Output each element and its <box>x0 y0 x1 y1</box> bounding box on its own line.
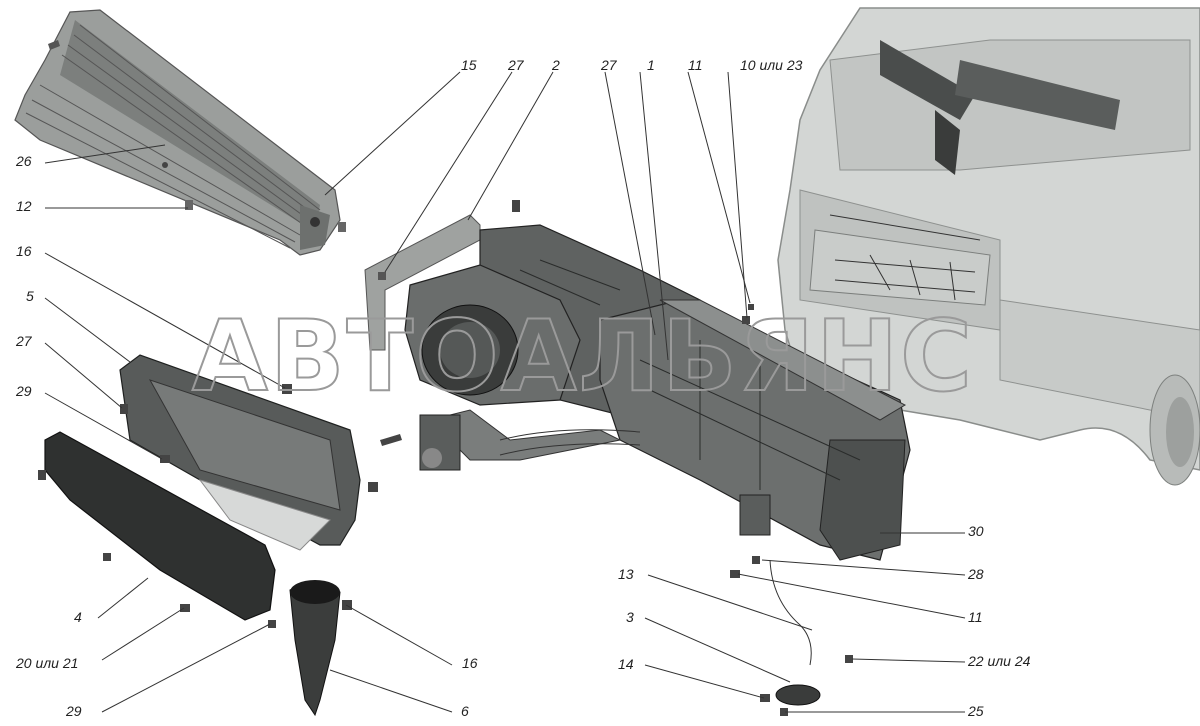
callout-6: 6 <box>461 703 469 719</box>
clip-icon-top-heater <box>512 200 520 212</box>
screw-icon-cover-mid <box>103 553 111 561</box>
callout-10-or-23: 10 или 23 <box>740 57 803 73</box>
part-22-24-screw-icon <box>845 655 853 663</box>
callout-20-or-21: 20 или 21 <box>15 655 78 671</box>
callout-26: 26 <box>15 153 32 169</box>
vehicle-front-illustration <box>777 7 1200 486</box>
screw-icon-top <box>48 40 60 50</box>
callout-12: 12 <box>16 198 32 214</box>
part-26-cowl-panel <box>14 9 341 256</box>
part-28-washer-icon <box>752 556 760 564</box>
nut-icon-housing-right <box>368 482 378 492</box>
callout-27: 27 <box>600 57 618 73</box>
part-6-funnel-opening <box>290 580 340 604</box>
callout-16: 16 <box>462 655 478 671</box>
callout-11: 11 <box>688 57 703 73</box>
callout-3: 3 <box>626 609 634 625</box>
part-13-drain-hose <box>769 559 812 666</box>
part-29-screw-icon <box>160 455 170 463</box>
callout-14: 14 <box>618 656 634 672</box>
callout-5: 5 <box>26 288 34 304</box>
screw-icon-cover-left <box>38 470 46 480</box>
part-20-21-screw-icon <box>180 604 190 612</box>
part-16-nut-icon <box>282 384 292 394</box>
callout-labels: 15 27 2 27 1 11 10 или 23 26 12 16 5 27 … <box>15 57 1031 719</box>
callout-1: 1 <box>647 57 655 73</box>
callout-11: 11 <box>968 609 983 625</box>
part-5-housing-face <box>148 379 341 511</box>
callout-15: 15 <box>461 57 477 73</box>
callout-27: 27 <box>15 333 33 349</box>
callout-25: 25 <box>967 703 984 719</box>
nut-icon-11 <box>748 304 754 310</box>
callout-16: 16 <box>16 243 32 259</box>
callout-2: 2 <box>551 57 560 73</box>
leader-lines <box>44 71 966 713</box>
heater-assembly <box>404 224 911 561</box>
part-27-screw-icon <box>120 404 128 414</box>
part-25-screw-icon <box>780 708 788 716</box>
part-11-clamp-icon <box>730 570 740 578</box>
part-6-drain-funnel <box>289 584 341 717</box>
washer-icon-10-23 <box>742 316 750 324</box>
part-29-screw-icon-lower <box>268 620 276 628</box>
callout-29: 29 <box>15 383 32 399</box>
part-5-filter <box>198 479 331 551</box>
nut-icon-bracket <box>378 272 386 280</box>
callout-4: 4 <box>74 609 82 625</box>
part-2-bracket <box>364 214 481 351</box>
callout-28: 28 <box>967 566 984 582</box>
callout-22-or-24: 22 или 24 <box>967 653 1031 669</box>
watermark-text: АВТОАЛЬЯНС <box>192 300 974 414</box>
part-4-cover <box>44 431 276 621</box>
callout-13: 13 <box>618 566 634 582</box>
callout-29: 29 <box>65 703 82 719</box>
bolt-icon-heater-left <box>380 434 402 446</box>
part-12-fastener-icon <box>338 222 346 232</box>
callout-30: 30 <box>968 523 984 539</box>
callout-27: 27 <box>507 57 525 73</box>
part-14-clip-icon <box>760 694 770 702</box>
part-3-grommet <box>775 684 821 706</box>
